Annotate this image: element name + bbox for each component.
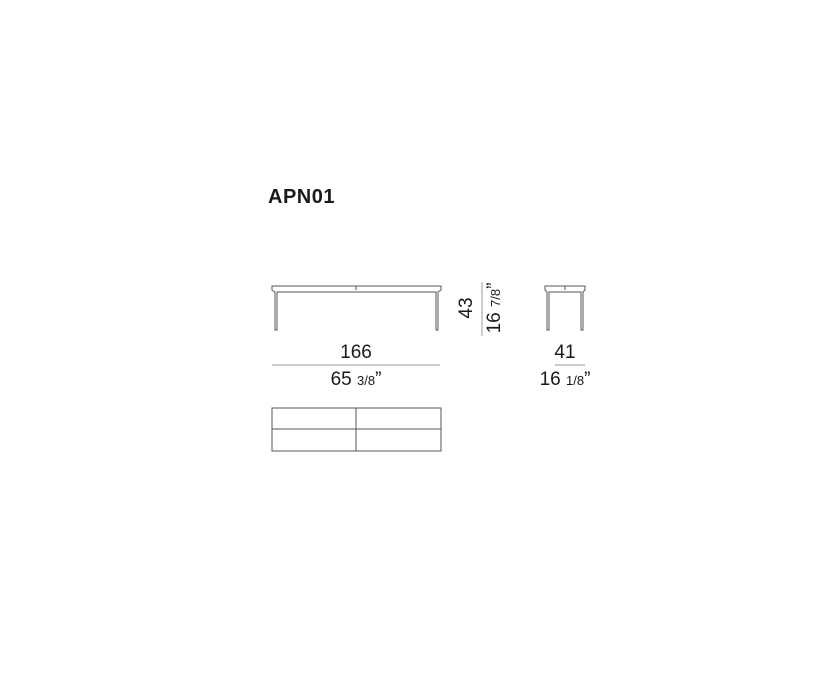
depth-in-frac: 1/8 [566, 373, 585, 388]
width-inches: 65 3/8” [272, 369, 440, 391]
height-cm: 43 [456, 297, 477, 319]
height-in-whole: 16 [484, 312, 505, 334]
side-view [544, 285, 586, 331]
dimension-lines [272, 282, 585, 366]
depth-cm: 41 [554, 342, 576, 363]
width-cm: 166 [340, 342, 372, 363]
width-in-frac: 3/8 [357, 373, 376, 388]
inch-mark: ” [484, 282, 505, 289]
inch-mark: ” [584, 369, 591, 390]
depth-inches: 16 1/8” [525, 369, 605, 391]
width-in-whole: 65 [330, 369, 352, 390]
model-code: APN01 [268, 186, 335, 208]
inch-mark: ” [375, 369, 382, 390]
front-view [271, 285, 442, 331]
height-in-frac: 7/8 [488, 288, 503, 307]
plan-view [271, 407, 442, 452]
depth-in-whole: 16 [539, 369, 561, 390]
height-inches: 16 7/8” [484, 273, 506, 343]
